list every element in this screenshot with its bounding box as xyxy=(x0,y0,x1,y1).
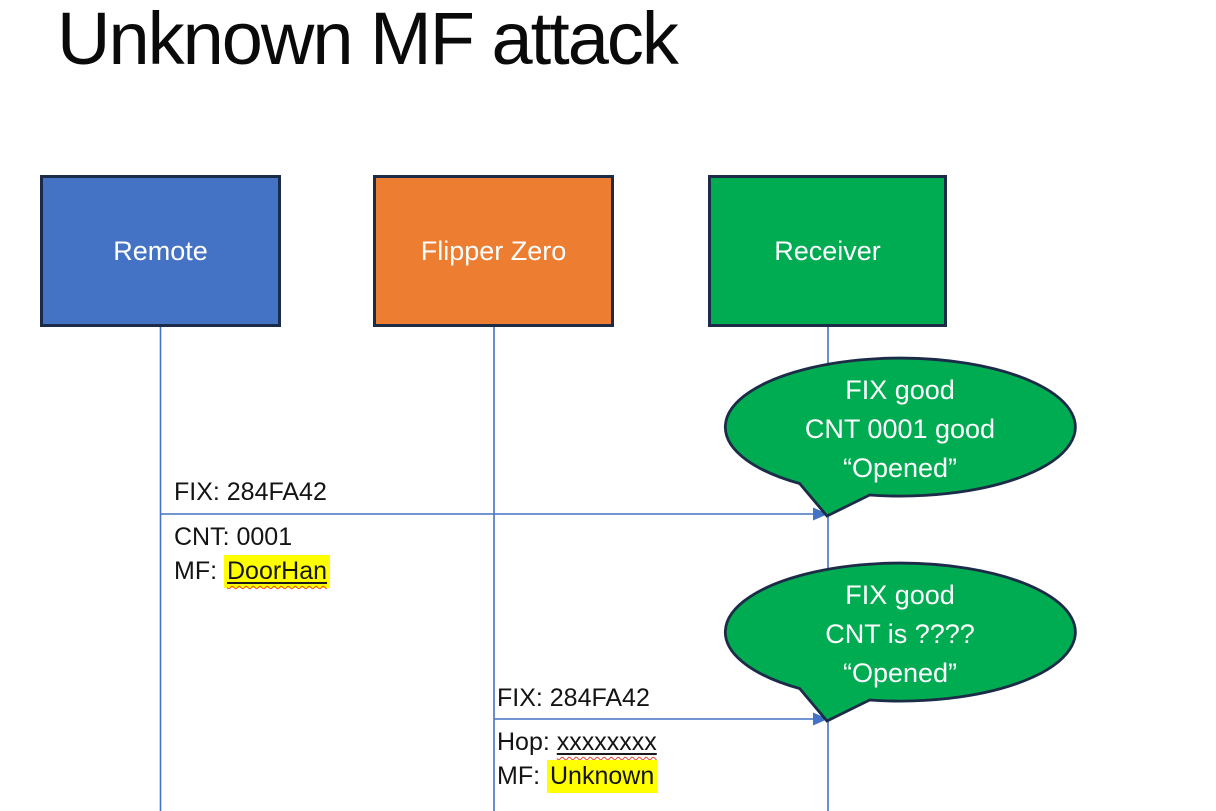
message-arrow-remote-to-receiver xyxy=(160,507,828,521)
callout2-line3: “Opened” xyxy=(842,658,958,688)
callout2-line1: FIX good xyxy=(845,580,955,610)
receiver-callout-1-bubble xyxy=(723,356,1077,518)
message-arrow-2-head xyxy=(813,712,828,726)
actor-box-remote: Remote xyxy=(40,175,281,327)
message2-hop-value: xxxxxxxx xyxy=(556,728,657,756)
message2-mf-value: Unknown xyxy=(547,760,658,793)
message1-mf-value: DoorHan xyxy=(227,557,328,585)
callout1-line3: “Opened” xyxy=(842,453,958,483)
message-arrow-1-head xyxy=(813,507,828,521)
callout1-line2: CNT 0001 good xyxy=(804,414,996,444)
receiver-callout-2-bubble xyxy=(723,561,1077,723)
actor-label-remote: Remote xyxy=(113,235,208,266)
slide-title: Unknown MF attack xyxy=(57,0,679,80)
actor-box-receiver: Receiver xyxy=(708,175,947,327)
receiver-callout-1-text: FIX good CNT 0001 good “Opened” xyxy=(745,371,1055,488)
message1-mf-value-highlight: DoorHan xyxy=(224,555,331,588)
message1-cnt-label: CNT: 0001 xyxy=(174,523,293,551)
message2-hop-label: Hop: xxxxxxxx xyxy=(497,727,657,757)
callout1-line1: FIX good xyxy=(845,375,955,405)
callout2-line2: CNT is ???? xyxy=(825,619,975,649)
receiver-callout-2-text: FIX good CNT is ???? “Opened” xyxy=(745,576,1055,693)
message-arrow-flipper-to-receiver xyxy=(494,712,828,726)
actor-label-receiver: Receiver xyxy=(774,235,881,266)
message1-fix-label: FIX: 284FA42 xyxy=(174,478,327,506)
message1-mf-prefix: MF: xyxy=(174,557,224,585)
message2-hop-value-underline: xxxxxxxx xyxy=(557,728,657,756)
message2-mf-label: MF: Unknown xyxy=(497,760,658,793)
message1-mf-label: MF: DoorHan xyxy=(174,555,331,588)
actor-label-flipper-zero: Flipper Zero xyxy=(420,235,567,266)
actor-box-flipper-zero: Flipper Zero xyxy=(373,175,614,327)
message2-fix-label: FIX: 284FA42 xyxy=(497,684,650,712)
message2-mf-prefix: MF: xyxy=(497,762,547,790)
message2-hop-prefix: Hop: xyxy=(497,728,557,756)
